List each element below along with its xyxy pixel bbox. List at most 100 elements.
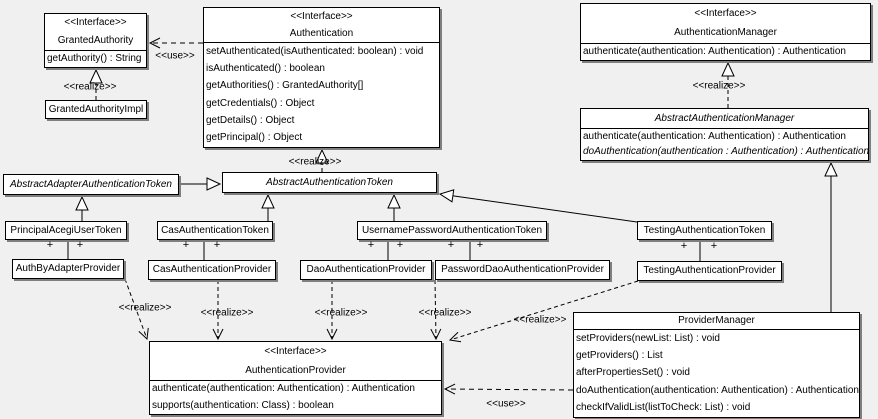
realize-label: <<realize>>	[288, 156, 342, 168]
class-name: CasAuthenticationToken	[161, 224, 269, 236]
class-header: AbstractAuthenticationToken	[223, 173, 436, 192]
class-header: <<Interface>> GrantedAuthority	[45, 14, 146, 50]
class-dao-authentication-provider: DaoAuthenticationProvider	[300, 260, 432, 280]
class-principal-acegi-user-token: PrincipalAcegiUserToken	[5, 221, 127, 240]
method-compartment: setProviders(newList: List) : void getPr…	[574, 329, 859, 417]
realize-label: <<realize>>	[200, 307, 254, 319]
class-password-dao-authentication-provider: PasswordDaoAuthenticationProvider	[435, 260, 610, 280]
method-compartment: authenticate(authentication: Authenticat…	[581, 43, 870, 60]
class-name: TestingAuthenticationProvider	[643, 265, 776, 276]
method: supports(authentication: Class) : boolea…	[152, 399, 334, 411]
class-name: TestingAuthenticationToken	[643, 224, 766, 236]
class-granted-authority-impl: GrantedAuthorityImpl	[45, 100, 147, 119]
class-name: AuthenticationManager	[674, 27, 777, 39]
class-abstract-authentication-token: AbstractAuthenticationToken	[222, 172, 437, 193]
multiplicity-plus: +	[76, 239, 84, 251]
class-name: Authentication	[289, 27, 354, 39]
method: doAuthentication(authentication : Authen…	[583, 146, 870, 158]
method: setProviders(newList: List) : void	[576, 332, 720, 344]
stereotype-label: <<Interface>>	[264, 345, 327, 357]
class-name: AbstractAdapterAuthenticationToken	[10, 178, 172, 190]
class-header: <<Interface>> AuthenticationProvider	[150, 342, 441, 380]
multiplicity-plus: +	[213, 239, 221, 251]
class-name: GrantedAuthority	[57, 35, 134, 46]
method: getAuthority() : String	[47, 53, 142, 64]
class-header: AuthByAdapterProvider	[13, 260, 123, 278]
class-username-password-authentication-token: UsernamePasswordAuthenticationToken	[357, 221, 547, 240]
class-testing-authentication-token: TestingAuthenticationToken	[637, 221, 772, 240]
class-auth-by-adapter-provider: AuthByAdapterProvider	[12, 259, 124, 279]
multiplicity-plus: +	[182, 239, 190, 251]
use-label: <<use>>	[486, 398, 526, 410]
class-granted-authority: <<Interface>> GrantedAuthority getAuthor…	[44, 13, 147, 68]
class-header: AbstractAuthenticationManager	[581, 109, 868, 128]
class-name: PrincipalAcegiUserToken	[10, 224, 122, 236]
stereotype-label: <<Interface>>	[290, 10, 353, 22]
class-header: DaoAuthenticationProvider	[301, 261, 431, 279]
class-authentication-manager: <<Interface>> AuthenticationManager auth…	[580, 3, 871, 61]
method-compartment: authenticate(authentication: Authenticat…	[150, 380, 441, 414]
class-name: CasAuthenticationProvider	[152, 264, 272, 275]
method: getDetails() : Object	[206, 114, 295, 126]
method: getCredentials() : Object	[206, 97, 315, 109]
method-compartment: authenticate(authentication: Authenticat…	[581, 128, 870, 160]
realize-label: <<realize>>	[418, 307, 472, 319]
method: checkIfValidList(listToCheck: List) : vo…	[576, 402, 751, 414]
class-header: <<Interface>> AuthenticationManager	[581, 4, 870, 43]
multiplicity-plus: +	[447, 239, 455, 251]
class-header: TestingAuthenticationProvider	[638, 262, 781, 280]
method: authenticate(authentication: Authenticat…	[583, 130, 846, 142]
method: isAuthenticated() : boolean	[206, 62, 325, 74]
class-abstract-authentication-manager: AbstractAuthenticationManager authentica…	[580, 108, 869, 161]
method: doAuthentication(authentication: Authent…	[576, 384, 859, 396]
class-header: <<Interface>> Authentication	[204, 8, 439, 42]
method: getPrincipal() : Object	[206, 132, 303, 144]
class-provider-manager: ProviderManager setProviders(newList: Li…	[573, 312, 860, 418]
class-header: PasswordDaoAuthenticationProvider	[436, 261, 609, 279]
class-header: UsernamePasswordAuthenticationToken	[358, 222, 546, 239]
class-abstract-adapter-authentication-token: AbstractAdapterAuthenticationToken	[3, 174, 179, 195]
class-name: ProviderManager	[678, 315, 755, 326]
class-testing-authentication-provider: TestingAuthenticationProvider	[637, 261, 782, 281]
use-providermanager-provider	[443, 383, 574, 395]
method: getAuthorities() : GrantedAuthority[]	[206, 80, 364, 92]
stereotype-label: <<Interface>>	[64, 17, 127, 28]
use-label: <<use>>	[155, 50, 195, 62]
method-compartment: getAuthority() : String	[45, 50, 146, 67]
stereotype-label: <<Interface>>	[694, 7, 757, 19]
multiplicity-plus: +	[710, 240, 718, 252]
class-authentication-provider: <<Interface>> AuthenticationProvider aut…	[149, 341, 442, 415]
class-name: AbstractAuthenticationToken	[266, 176, 393, 188]
method: getProviders() : List	[576, 350, 663, 362]
class-cas-authentication-token: CasAuthenticationToken	[157, 221, 273, 240]
class-name: AuthByAdapterProvider	[15, 263, 121, 274]
class-header: AbstractAdapterAuthenticationToken	[4, 175, 178, 194]
class-header: CasAuthenticationProvider	[149, 261, 275, 279]
class-header: CasAuthenticationToken	[158, 222, 272, 239]
multiplicity-plus: +	[46, 239, 54, 251]
class-name: GrantedAuthorityImpl	[48, 103, 144, 115]
multiplicity-plus: +	[396, 239, 404, 251]
multiplicity-plus: +	[680, 240, 688, 252]
multiplicity-plus: +	[476, 239, 484, 251]
class-name: UsernamePasswordAuthenticationToken	[361, 224, 543, 236]
method: afterPropertiesSet() : void	[576, 367, 690, 379]
realize-label: <<realize>>	[63, 81, 117, 93]
class-header: PrincipalAcegiUserToken	[6, 222, 126, 239]
class-name: AbstractAuthenticationManager	[654, 112, 795, 124]
gen-testingtoken-abstracttoken	[438, 189, 638, 223]
realize-label: <<realize>>	[692, 80, 746, 92]
realize-label: <<realize>>	[314, 307, 368, 319]
class-cas-authentication-provider: CasAuthenticationProvider	[148, 260, 276, 280]
method: authenticate(authentication: Authenticat…	[583, 46, 846, 57]
multiplicity-plus: +	[367, 239, 375, 251]
class-name: PasswordDaoAuthenticationProvider	[441, 264, 604, 275]
method: setAuthenticated(isAuthenticated: boolea…	[206, 45, 424, 57]
method-compartment: setAuthenticated(isAuthenticated: boolea…	[204, 42, 439, 147]
class-name: DaoAuthenticationProvider	[306, 264, 426, 275]
realize-label: <<realize>>	[118, 302, 172, 314]
realize-label: <<realize>>	[513, 314, 567, 326]
class-name: AuthenticationProvider	[245, 364, 346, 376]
class-authentication: <<Interface>> Authentication setAuthenti…	[203, 7, 440, 148]
